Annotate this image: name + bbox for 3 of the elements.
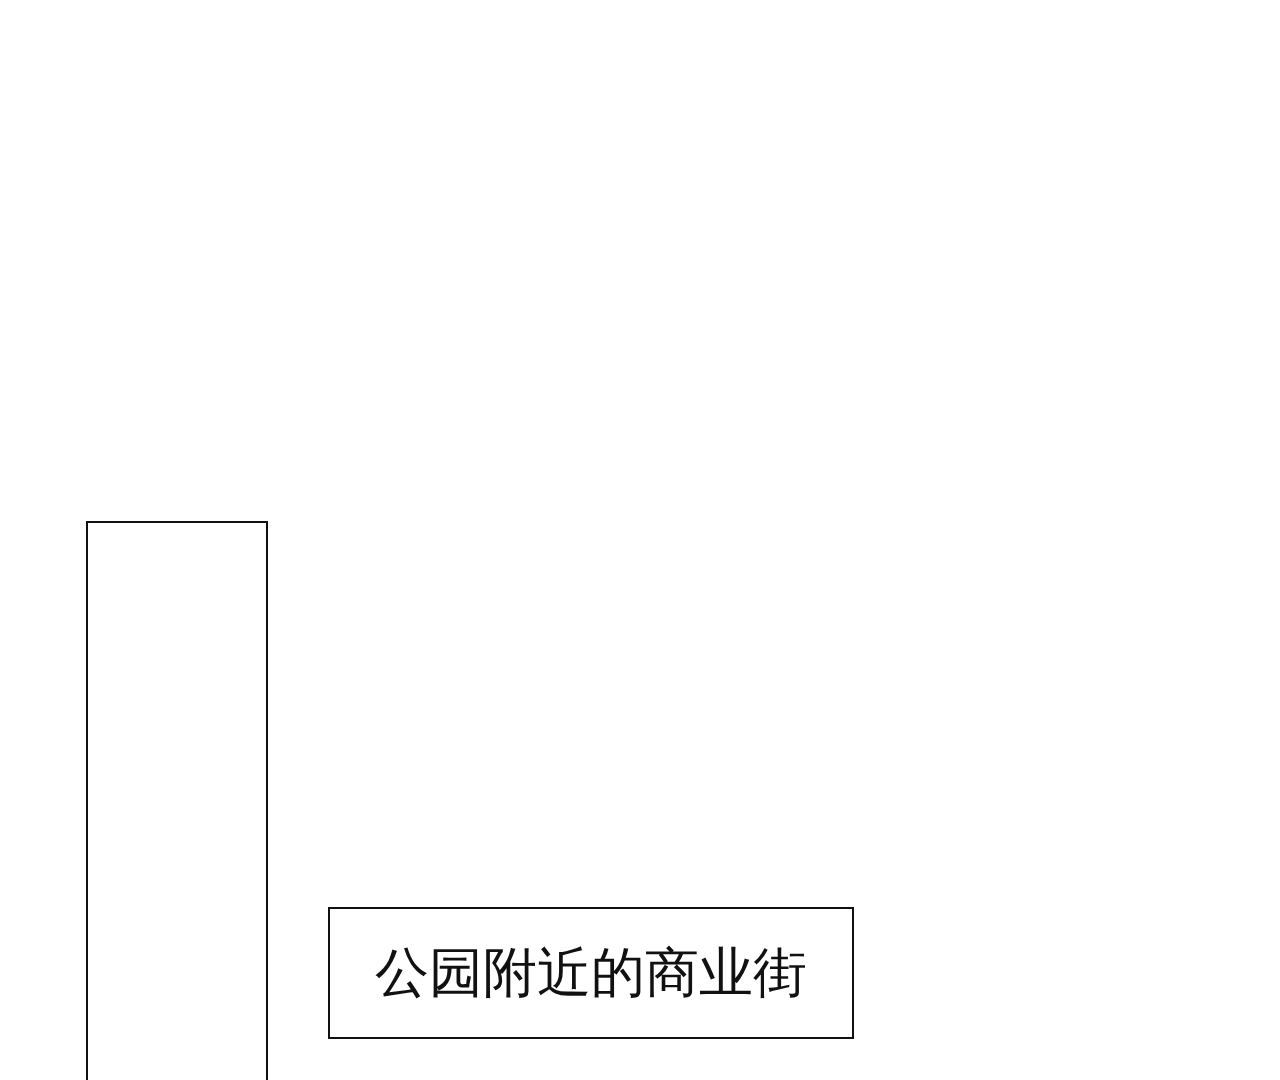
panel-box <box>86 521 268 1080</box>
caption-box <box>328 907 854 1039</box>
caption-text: 公园附近的商业街 <box>375 943 807 1003</box>
